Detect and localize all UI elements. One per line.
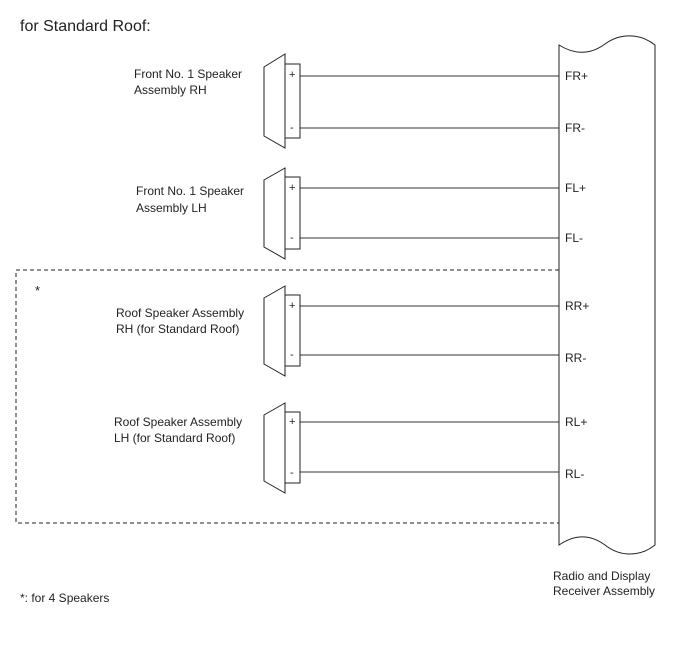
pin-label-rl-minus: RL- bbox=[565, 467, 584, 481]
speaker-roof-lh: + - Roof Speaker Assembly LH (for Standa… bbox=[114, 402, 301, 494]
diagram-title: for Standard Roof: bbox=[20, 18, 151, 35]
pin-label-fr-minus: FR- bbox=[565, 121, 585, 135]
group-marker: * bbox=[35, 283, 40, 298]
speaker-terminal-block bbox=[284, 176, 301, 250]
speaker-front-lh: + - Front No. 1 Speaker Assembly LH bbox=[136, 167, 301, 260]
speaker-label: Front No. 1 Speaker bbox=[136, 184, 244, 198]
receiver-label: Radio and Display bbox=[553, 569, 650, 583]
receiver-label: Receiver Assembly bbox=[553, 584, 655, 598]
pin-label-rr-minus: RR- bbox=[565, 351, 586, 365]
speaker-terminal-block bbox=[284, 63, 301, 139]
terminal-minus: - bbox=[290, 467, 294, 479]
speaker-roof-rh: + - Roof Speaker Assembly RH (for Standa… bbox=[116, 285, 301, 377]
speaker-cone-icon bbox=[263, 167, 286, 260]
speaker-label: LH (for Standard Roof) bbox=[114, 431, 235, 445]
speaker-label: Front No. 1 Speaker bbox=[134, 67, 242, 81]
speaker-label: Assembly RH bbox=[134, 83, 207, 97]
optional-group-box bbox=[15, 269, 632, 524]
speaker-terminal-block bbox=[284, 294, 301, 367]
terminal-minus: - bbox=[290, 349, 294, 361]
speaker-front-rh: + - Front No. 1 Speaker Assembly RH bbox=[134, 53, 301, 149]
terminal-plus: + bbox=[289, 69, 295, 81]
speaker-label: RH (for Standard Roof) bbox=[116, 322, 239, 336]
speaker-terminal-block bbox=[284, 411, 301, 484]
speaker-label: Assembly LH bbox=[136, 201, 207, 215]
receiver-block bbox=[558, 35, 656, 555]
speaker-cone-icon bbox=[263, 402, 286, 494]
speaker-cone-icon bbox=[263, 285, 286, 377]
terminal-minus: - bbox=[290, 122, 294, 134]
pin-label-fl-plus: FL+ bbox=[565, 181, 586, 195]
speaker-label: Roof Speaker Assembly bbox=[116, 306, 244, 320]
footnote: *: for 4 Speakers bbox=[20, 591, 109, 605]
speaker-cone-icon bbox=[263, 53, 286, 149]
terminal-minus: - bbox=[290, 232, 294, 244]
wires bbox=[300, 75, 559, 473]
pin-label-rl-plus: RL+ bbox=[565, 415, 587, 429]
terminal-plus: + bbox=[289, 300, 295, 312]
pin-label-fl-minus: FL- bbox=[565, 231, 583, 245]
terminal-plus: + bbox=[289, 416, 295, 428]
terminal-plus: + bbox=[289, 182, 295, 194]
speaker-label: Roof Speaker Assembly bbox=[114, 415, 242, 429]
pin-label-rr-plus: RR+ bbox=[565, 299, 589, 313]
pin-label-fr-plus: FR+ bbox=[565, 69, 588, 83]
